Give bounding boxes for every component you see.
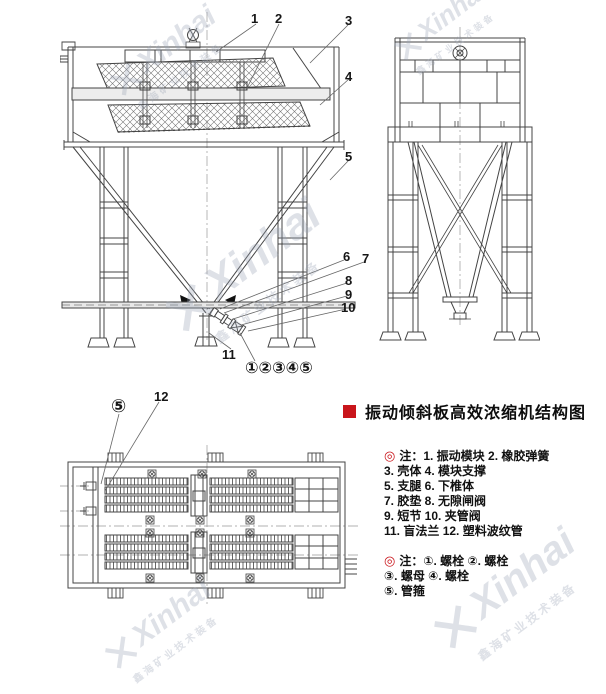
- parts-note-line-6: 11. 盲法兰 12. 塑料波纹管: [384, 524, 523, 538]
- callout-11: 11: [222, 347, 236, 362]
- parts-note-line-1: 注：1. 振动模块 2. 橡胶弹簧: [399, 449, 550, 463]
- callout-7: 7: [362, 251, 370, 266]
- engineering-drawing-page: { "title": { "text": "振动倾斜板高效浓缩机结构图", "a…: [60, 0, 594, 686]
- front-view-drawing: [60, 12, 356, 348]
- callout-3: 3: [345, 13, 353, 28]
- parts-note-line-3: 5. 支腿 6. 下椎体: [384, 479, 475, 493]
- callout-4: 4: [345, 69, 353, 84]
- callout-circled-group: ①②③④⑤: [245, 360, 313, 377]
- fastener-note-line-3: ⑤. 管箍: [384, 584, 425, 598]
- fastener-note-line-2: ③. 螺母 ④. 螺栓: [384, 569, 469, 583]
- title-red-square-icon: [343, 404, 356, 418]
- fastener-note-line-1: 注：①. 螺栓 ②. 螺栓: [399, 554, 509, 568]
- note-bullseye-icon: ◎: [384, 553, 396, 568]
- parts-notes: ◎注：1. 振动模块 2. 橡胶弹簧 3. 壳体 4. 模块支撑 5. 支腿 6…: [384, 448, 594, 539]
- plan-callout-12: 12: [154, 389, 169, 404]
- callout-2: 2: [275, 11, 283, 26]
- callout-8: 8: [345, 273, 353, 288]
- plan-view-drawing: [60, 445, 360, 605]
- xinhai-star-icon: ✕: [417, 587, 496, 669]
- drawing-title: 振动倾斜板高效浓缩机结构图: [365, 405, 587, 422]
- parts-note-line-2: 3. 壳体 4. 模块支撑: [384, 464, 487, 478]
- parts-note-line-5: 9. 短节 10. 夹管阀: [384, 509, 481, 523]
- drawing-title-block: 振动倾斜板高效浓缩机结构图: [343, 399, 586, 423]
- callout-5: 5: [345, 149, 353, 164]
- callout-1: 1: [251, 11, 259, 26]
- plan-callout-5: ⑤: [111, 396, 127, 416]
- fastener-notes: ◎注：①. 螺栓 ②. 螺栓 ③. 螺母 ④. 螺栓 ⑤. 管箍: [384, 553, 594, 599]
- side-view-drawing: [379, 27, 540, 341]
- callout-6: 6: [343, 249, 351, 264]
- parts-note-line-4: 7. 胶垫 8. 无隙闸阀: [384, 494, 487, 508]
- note-bullseye-icon: ◎: [384, 448, 396, 463]
- callout-10: 10: [341, 300, 356, 315]
